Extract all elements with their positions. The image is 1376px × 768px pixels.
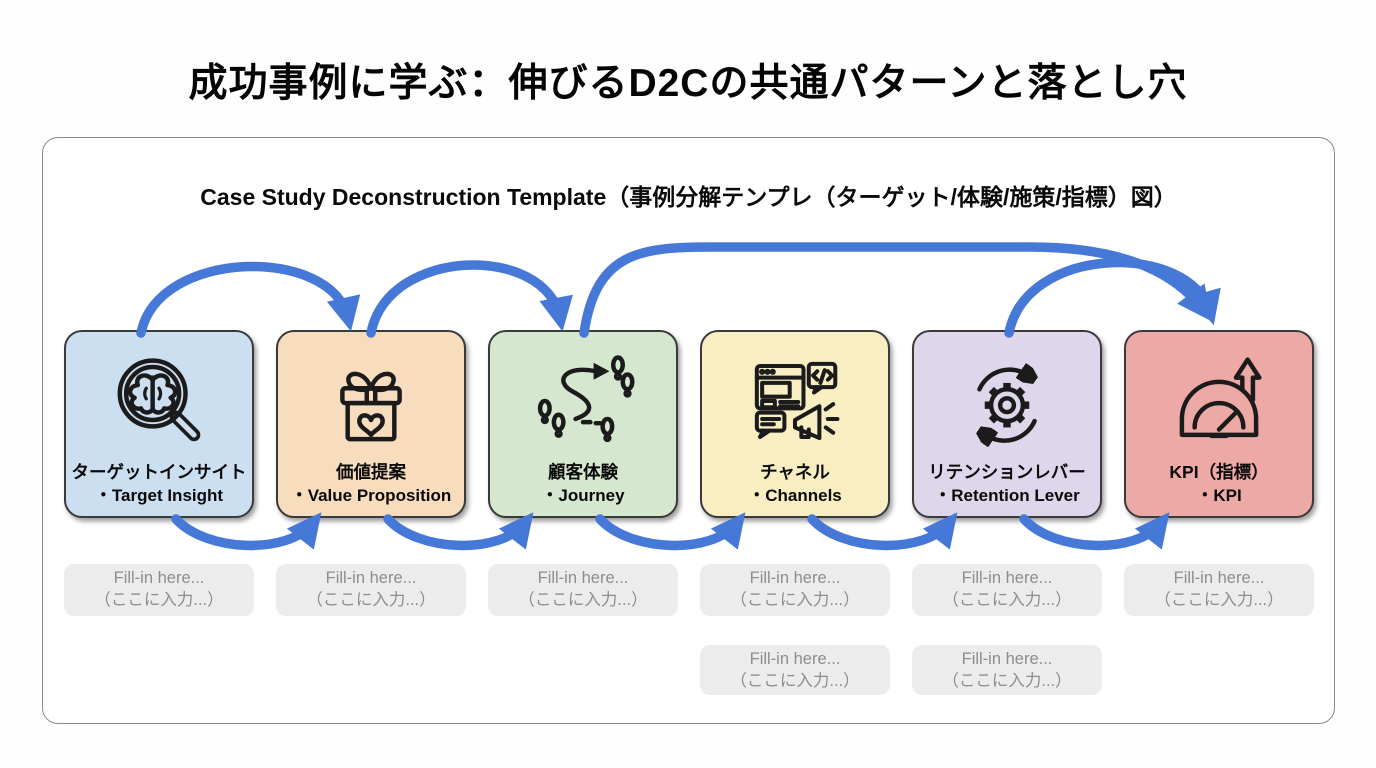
fillin-kpi[interactable]: Fill-in here... （ここに入力...） bbox=[1124, 564, 1314, 616]
stage-card-value-proposition: 価値提案 ・Value Proposition bbox=[276, 330, 466, 518]
fillin-channels-2[interactable]: Fill-in here... （ここに入力...） bbox=[700, 645, 890, 695]
brain-magnifier-icon bbox=[106, 346, 212, 458]
page-title: 成功事例に学ぶ：伸びるD2Cの共通パターンと落とし穴 bbox=[188, 62, 1188, 105]
fillin-channels[interactable]: Fill-in here... （ここに入力...） bbox=[700, 564, 890, 616]
fillin-retention-lever-2[interactable]: Fill-in here... （ここに入力...） bbox=[912, 645, 1102, 695]
stage-labels: 価値提案 ・Value Proposition bbox=[278, 461, 464, 507]
fillin-journey[interactable]: Fill-in here... （ここに入力...） bbox=[488, 564, 678, 616]
gauge-growth-icon bbox=[1166, 346, 1272, 458]
gift-heart-icon bbox=[318, 346, 424, 458]
stage-labels: チャネル ・Channels bbox=[702, 461, 888, 507]
stage-labels: 顧客体験 ・Journey bbox=[490, 461, 676, 507]
stage-label-jp: KPI（指標） bbox=[1169, 462, 1269, 483]
fillin-line2: （ここに入力...） bbox=[518, 590, 648, 609]
fillin-line1: Fill-in here... bbox=[961, 569, 1053, 587]
fillin-line2: （ここに入力...） bbox=[94, 590, 224, 609]
stage-label-jp: 顧客体験 bbox=[548, 462, 618, 483]
gear-refresh-icon bbox=[954, 346, 1060, 458]
fillin-line1: Fill-in here... bbox=[749, 569, 841, 587]
stage-card-kpi: KPI（指標） ・KPI bbox=[1124, 330, 1314, 518]
stage-labels: KPI（指標） ・KPI bbox=[1126, 461, 1312, 507]
fillin-target-insight[interactable]: Fill-in here... （ここに入力...） bbox=[64, 564, 254, 616]
stage-card-channels: チャネル ・Channels bbox=[700, 330, 890, 518]
fillin-line1: Fill-in here... bbox=[1173, 569, 1265, 587]
fillin-line1: Fill-in here... bbox=[961, 650, 1053, 668]
fillin-line2: （ここに入力...） bbox=[942, 671, 1072, 690]
fillin-line2: （ここに入力...） bbox=[942, 590, 1072, 609]
fillin-line2: （ここに入力...） bbox=[1154, 590, 1284, 609]
stage-label-jp: チャネル bbox=[760, 462, 830, 483]
channels-megaphone-icon bbox=[742, 346, 848, 458]
stage-label-en: ・KPI bbox=[1196, 485, 1242, 505]
stage-label-en: ・Target Insight bbox=[94, 485, 224, 505]
footsteps-path-icon bbox=[530, 346, 636, 458]
template-panel: Case Study Deconstruction Template（事例分解テ… bbox=[42, 137, 1335, 724]
stage-label-en: ・Journey bbox=[541, 485, 625, 505]
stage-labels: ターゲットインサイト ・Target Insight bbox=[66, 461, 252, 507]
stage-card-journey: 顧客体験 ・Journey bbox=[488, 330, 678, 518]
stage-label-jp: 価値提案 bbox=[336, 462, 406, 483]
stage-label-en: ・Value Proposition bbox=[290, 485, 452, 505]
stage-labels: リテンションレバー ・Retention Lever bbox=[914, 461, 1100, 507]
fillin-value-proposition[interactable]: Fill-in here... （ここに入力...） bbox=[276, 564, 466, 616]
fillin-line1: Fill-in here... bbox=[325, 569, 417, 587]
fillin-line2: （ここに入力...） bbox=[730, 671, 860, 690]
panel-heading: Case Study Deconstruction Template（事例分解テ… bbox=[200, 184, 1177, 210]
stage-label-jp: リテンションレバー bbox=[928, 462, 1086, 483]
stage-label-en: ・Channels bbox=[748, 485, 842, 505]
fillin-line1: Fill-in here... bbox=[113, 569, 205, 587]
stage-label-jp: ターゲットインサイト bbox=[71, 462, 247, 483]
stage-card-retention-lever: リテンションレバー ・Retention Lever bbox=[912, 330, 1102, 518]
stage-card-target-insight: ターゲットインサイト ・Target Insight bbox=[64, 330, 254, 518]
fillin-retention-lever[interactable]: Fill-in here... （ここに入力...） bbox=[912, 564, 1102, 616]
fillin-line2: （ここに入力...） bbox=[730, 590, 860, 609]
fillin-line1: Fill-in here... bbox=[749, 650, 841, 668]
fillin-line1: Fill-in here... bbox=[537, 569, 629, 587]
fillin-line2: （ここに入力...） bbox=[306, 590, 436, 609]
stage-label-en: ・Retention Lever bbox=[934, 485, 1080, 505]
